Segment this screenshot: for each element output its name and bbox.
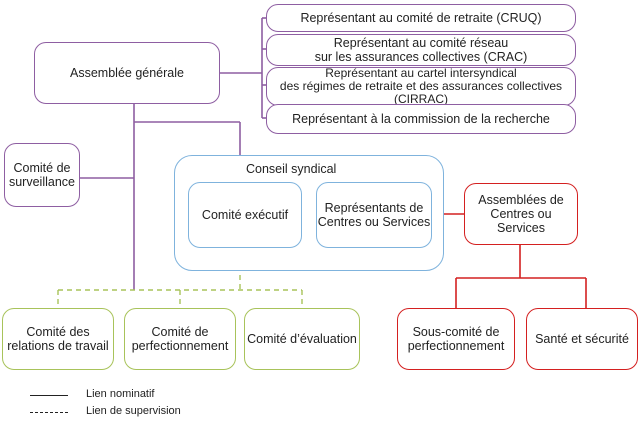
node-sous-comite: Sous-comité de perfectionnement bbox=[397, 308, 515, 370]
legend-supervision: Lien de supervision bbox=[86, 405, 181, 417]
node-comite-surveillance: Comité de surveillance bbox=[4, 143, 80, 207]
node-crac: Représentant au comité réseau sur les as… bbox=[266, 34, 576, 66]
legend-dashed-line bbox=[30, 412, 68, 413]
node-relations-travail: Comité des relations de travail bbox=[2, 308, 114, 370]
node-cirrac: Représentant au cartel intersyndical des… bbox=[266, 67, 576, 106]
node-assemblee-generale: Assemblée générale bbox=[34, 42, 220, 104]
node-comite-executif: Comité exécutif bbox=[188, 182, 302, 248]
conseil-syndical-label: Conseil syndical bbox=[246, 162, 337, 176]
node-recherche: Représentant à la commission de la reche… bbox=[266, 104, 576, 134]
node-assemblees-centres: Assemblées de Centres ou Services bbox=[464, 183, 578, 245]
legend-nominatif: Lien nominatif bbox=[86, 388, 155, 400]
legend-solid-line bbox=[30, 395, 68, 396]
node-representants: Représentants de Centres ou Services bbox=[316, 182, 432, 248]
node-perfectionnement: Comité de perfectionnement bbox=[124, 308, 236, 370]
node-evaluation: Comité d’évaluation bbox=[244, 308, 360, 370]
node-cruq: Représentant au comité de retraite (CRUQ… bbox=[266, 4, 576, 32]
node-sante-securite: Santé et sécurité bbox=[526, 308, 638, 370]
